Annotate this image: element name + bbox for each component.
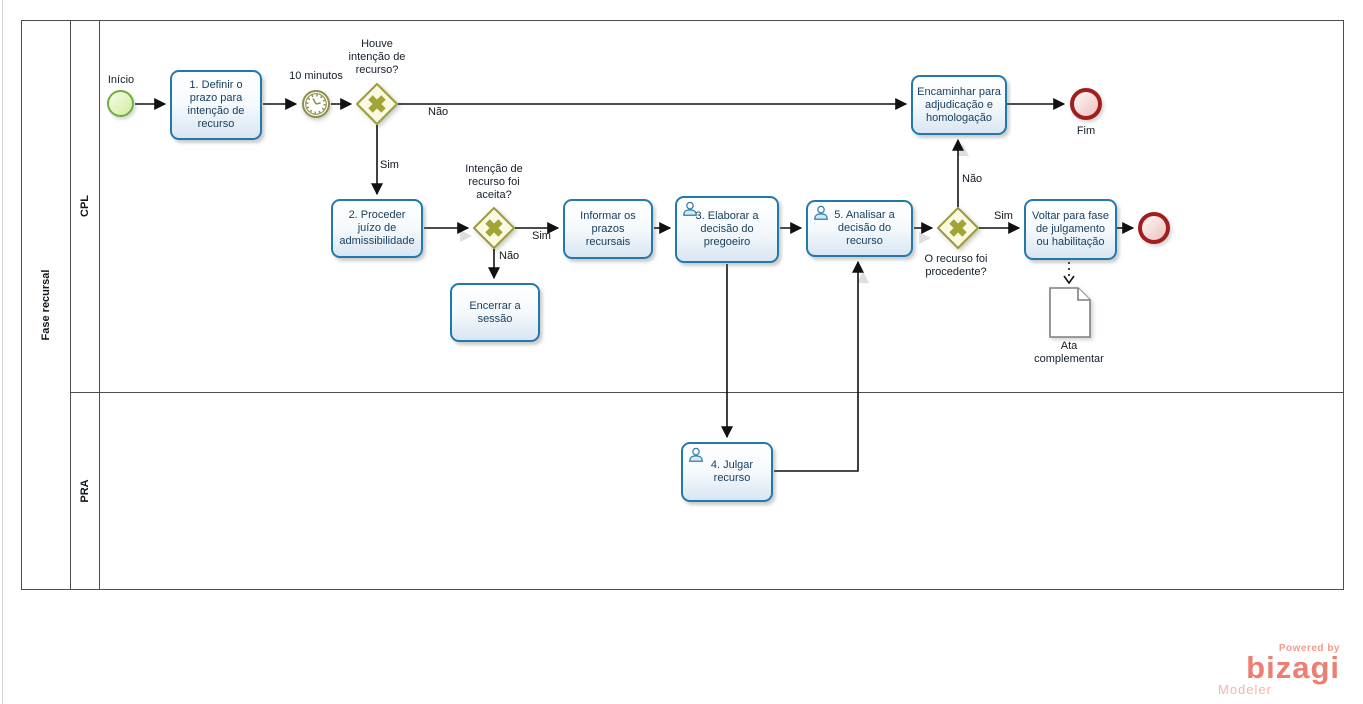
edge-label-nao: Não [428,106,449,118]
gateway-procedente-label: O recurso foi procedente? [924,253,988,278]
edge-label-sim: Sim [532,230,551,242]
task-voltar-fase[interactable]: Voltar para fase de julgamento ou habili… [1024,199,1117,260]
gateway-recurso-procedente[interactable] [937,207,979,249]
end-event-fim[interactable] [1070,88,1102,120]
document-icon [1049,287,1091,338]
task-proceder-juizo-label: 2. Proceder juízo de admissibilidade [339,209,415,247]
start-event[interactable] [107,90,134,117]
task-analisar-decisao[interactable]: 5. Analisar a decisão do recurso [806,200,913,257]
task-informar-prazos-label: Informar os prazos recursais [580,209,636,248]
xor-gateway-icon [356,83,398,125]
task-elaborar-decisao-label: 3. Elaborar a decisão do pregoeiro [695,210,759,248]
gateway-houve-intencao[interactable] [356,83,398,125]
flow-julgar-analisar[interactable] [774,260,864,472]
timer-event[interactable] [301,89,331,119]
document-ata[interactable] [1048,286,1092,339]
edge-label-nao: Não [962,173,983,185]
lane-name-column [71,20,100,590]
edge-label-sim: Sim [994,210,1013,222]
clock-icon [302,90,330,118]
task-proceder-juizo[interactable]: 2. Proceder juízo de admissibilidade [331,199,423,258]
powered-by-text: Powered by [1278,643,1340,654]
user-icon [683,201,697,216]
task-analisar-decisao-label: 5. Analisar a decisão do recurso [834,209,895,247]
bizagi-wordmark: bizagi [1246,650,1340,685]
ghost-chevron [919,232,931,244]
gateway-houve-label: Houve intenção de recurso? [348,38,406,76]
end-event-final[interactable] [1138,212,1170,244]
edge-label-nao: Não [499,250,520,262]
task-encaminhar-label: Encaminhar para adjudicação e homologaçã… [917,85,1001,124]
user-icon [689,447,703,462]
task-encaminhar[interactable]: Encaminhar para adjudicação e homologaçã… [911,75,1007,135]
document-ata-label: Ata complementar [1034,340,1104,365]
task-definir-prazo-label: 1. Definir o prazo para intenção de recu… [187,79,245,130]
task-informar-prazos[interactable]: Informar os prazos recursais [563,199,653,259]
end-event-fim-label: Fim [1076,125,1096,137]
edge-label-sim: Sim [380,159,399,171]
pool-name-column [21,20,71,590]
task-julgar-recurso-label: 4. Julgar recurso [710,459,754,484]
timer-label: 10 minutos [289,70,343,82]
task-encerrar-sessao[interactable]: Encerrar a sessão [450,283,540,342]
task-definir-prazo[interactable]: 1. Definir o prazo para intenção de recu… [170,70,262,140]
gateway-aceita-label: Intenção de recurso foi aceita? [465,163,523,201]
task-voltar-fase-label: Voltar para fase de julgamento ou habili… [1031,210,1110,248]
task-elaborar-decisao[interactable]: 3. Elaborar a decisão do pregoeiro [675,196,779,263]
gateway-intencao-aceita[interactable] [473,207,515,249]
association-arrowhead [1063,275,1075,285]
user-icon [814,205,828,220]
task-julgar-recurso[interactable]: 4. Julgar recurso [681,442,773,502]
task-encerrar-sessao-label: Encerrar a sessão [469,299,521,325]
bizagi-logo: Powered by bizagi Modeler [1215,643,1340,697]
start-event-label: Início [107,74,135,86]
ghost-chevron [460,230,472,242]
lane-divider [71,392,1344,393]
window-edge [2,0,3,704]
modeler-text: Modeler [1218,682,1272,697]
ghost-chevron [857,271,869,283]
xor-gateway-icon [473,207,515,249]
pool-fase-recursal[interactable] [21,20,1344,590]
xor-gateway-icon [937,207,979,249]
